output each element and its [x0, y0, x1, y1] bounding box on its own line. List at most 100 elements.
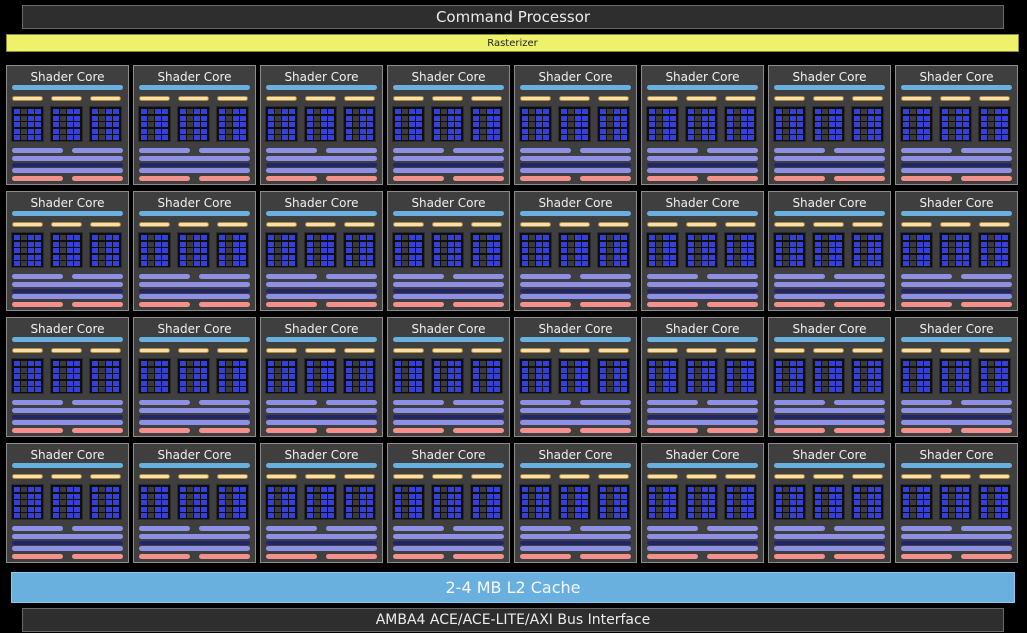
texture-unit-bar — [393, 420, 504, 425]
shader-core: Shader Core — [260, 317, 383, 437]
register-cell — [688, 254, 694, 260]
register-cell — [473, 374, 479, 380]
register-cell — [226, 367, 232, 373]
register-cell — [575, 387, 581, 393]
texture-unit-bar — [520, 282, 631, 287]
register-cell — [321, 513, 327, 519]
load-store-bar — [580, 400, 631, 405]
register-cell — [670, 128, 676, 134]
register-cell — [28, 248, 34, 254]
register-cell — [416, 380, 422, 386]
register-cell — [621, 135, 627, 141]
register-cell — [74, 248, 80, 254]
register-cell — [155, 367, 161, 373]
register-cell — [727, 109, 733, 114]
load-store-bar — [326, 400, 377, 405]
register-cell — [868, 115, 874, 121]
register-cell — [141, 506, 147, 512]
register-cell — [106, 248, 112, 254]
register-cell — [695, 235, 701, 240]
instruction-cache-block — [813, 474, 844, 479]
load-store-bar — [199, 148, 250, 153]
register-cell — [155, 387, 161, 393]
register-cell — [53, 115, 59, 121]
register-cell — [187, 109, 193, 114]
register-cell — [649, 254, 655, 260]
register-cell — [268, 506, 274, 512]
register-cell — [494, 387, 500, 393]
register-cell — [734, 387, 740, 393]
register-cell — [328, 254, 334, 260]
register-cell — [621, 241, 627, 247]
register-cell — [233, 387, 239, 393]
instruction-cache-block — [139, 348, 170, 353]
register-cell — [409, 500, 415, 506]
register-cell — [409, 235, 415, 240]
register-file — [304, 484, 337, 520]
register-cell — [187, 513, 193, 519]
register-cell — [956, 128, 962, 134]
l2-cache: 2-4 MB L2 Cache — [11, 572, 1015, 603]
register-cell — [981, 241, 987, 247]
register-cell — [448, 500, 454, 506]
register-cell — [988, 506, 994, 512]
register-cell — [748, 500, 754, 506]
texture-unit-bar — [266, 294, 377, 299]
register-cell — [194, 374, 200, 380]
register-file — [177, 106, 210, 142]
register-cell — [797, 506, 803, 512]
register-cell — [67, 487, 73, 492]
register-cell — [903, 387, 909, 393]
register-cell — [783, 493, 789, 499]
register-cell — [924, 128, 930, 134]
register-cell — [663, 513, 669, 519]
register-cell — [688, 241, 694, 247]
register-cell — [956, 380, 962, 386]
register-cell — [702, 128, 708, 134]
register-cell — [709, 506, 715, 512]
register-cell — [494, 109, 500, 114]
register-cell — [155, 513, 161, 519]
shader-core-top-bar — [266, 337, 377, 342]
register-cell — [822, 361, 828, 366]
register-cell — [275, 261, 281, 267]
register-cell — [226, 387, 232, 393]
register-cell — [829, 115, 835, 121]
register-file — [597, 358, 630, 394]
output-unit-bar — [520, 554, 571, 559]
register-cell — [346, 261, 352, 267]
output-unit-bar — [647, 428, 698, 433]
register-cell — [963, 235, 969, 240]
register-file — [646, 484, 679, 520]
register-cell — [395, 261, 401, 267]
register-cell — [14, 367, 20, 373]
register-cell — [194, 135, 200, 141]
register-cell — [180, 109, 186, 114]
register-file — [978, 358, 1011, 394]
register-cell — [480, 241, 486, 247]
register-cell — [367, 109, 373, 114]
register-cell — [67, 235, 73, 240]
register-cell — [74, 513, 80, 519]
register-cell — [268, 235, 274, 240]
register-cell — [67, 241, 73, 247]
register-cell — [402, 109, 408, 114]
register-cell — [854, 254, 860, 260]
register-cell — [621, 128, 627, 134]
register-cell — [529, 122, 535, 128]
register-cell — [734, 128, 740, 134]
register-cell — [28, 254, 34, 260]
l2-cache-label: 2-4 MB L2 Cache — [445, 578, 581, 597]
register-cell — [487, 380, 493, 386]
register-cell — [226, 493, 232, 499]
register-cell — [35, 261, 41, 267]
register-cell — [416, 493, 422, 499]
register-cell — [790, 361, 796, 366]
register-cell — [568, 241, 574, 247]
shader-core-label: Shader Core — [538, 448, 613, 462]
register-cell — [409, 367, 415, 373]
register-cell — [321, 380, 327, 386]
register-cell — [656, 254, 662, 260]
register-cell — [981, 380, 987, 386]
register-cell — [275, 500, 281, 506]
